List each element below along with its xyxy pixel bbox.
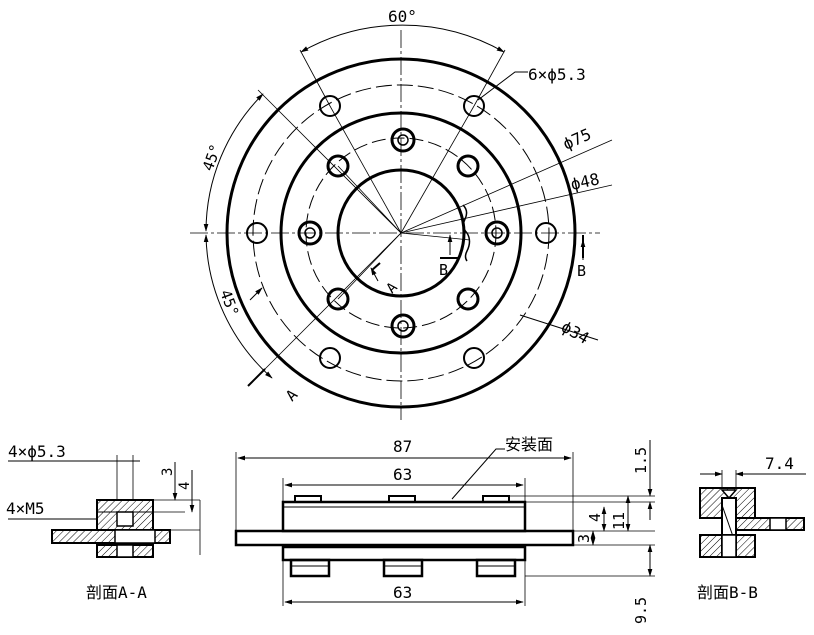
front-lower-plate — [281, 545, 527, 562]
outer-hole — [535, 222, 557, 244]
aa-callout-threads: 4×M5 — [6, 499, 45, 518]
inner-hole-left — [297, 220, 323, 246]
dim-87-label: 87 — [393, 437, 412, 456]
section-b-label-right: B — [577, 262, 586, 280]
dim-63-top-label: 63 — [393, 465, 412, 484]
dim-1-5-label: 1.5 — [632, 447, 650, 474]
outer-hole — [463, 95, 485, 117]
mounting-face-leader — [451, 448, 505, 500]
dia-34-label: ϕ34 — [558, 317, 593, 348]
dia-75-label: ϕ75 — [560, 125, 594, 154]
section-a-cut-line — [247, 368, 266, 387]
holes-callout-text: 6×ϕ5.3 — [528, 65, 586, 84]
dia-48-label: ϕ48 — [569, 169, 601, 194]
inner-hole — [456, 287, 480, 311]
section-a-label-lower: A — [282, 386, 301, 405]
section-bb-view — [699, 470, 806, 558]
inner-holes — [297, 127, 510, 339]
aa-callout-holes: 4×ϕ5.3 — [8, 442, 66, 461]
inner-hole — [326, 287, 350, 311]
bolt-circle-48 — [305, 137, 497, 329]
bb-dim-7-4-label: 7.4 — [765, 454, 794, 473]
inner-hole — [456, 154, 480, 178]
dim-11-label: 11 — [610, 512, 628, 530]
angle-45-upper-label: 45° — [199, 142, 225, 174]
inner-hole-right — [484, 220, 510, 246]
angle-45-lower-arc — [203, 234, 273, 379]
holes-callout-leader — [477, 71, 528, 101]
aa-caption: 剖面A-A — [86, 583, 147, 602]
dia-bore-leader — [519, 314, 599, 341]
dim-3-label: 3 — [575, 534, 593, 543]
top-view — [190, 24, 613, 420]
angle-60-arc — [300, 24, 505, 53]
section-b-label-center: B — [439, 261, 448, 279]
dim-63-bottom-label: 63 — [393, 583, 412, 602]
inner-step-circle — [279, 111, 523, 355]
outer-holes — [246, 95, 557, 369]
inner-hole — [326, 154, 350, 178]
front-flange — [234, 529, 575, 547]
front-view — [234, 440, 655, 606]
aa-dim-3: 3 — [160, 468, 176, 476]
dim-9-5-label: 9.5 — [632, 597, 650, 624]
outer-flange-circle — [225, 57, 577, 409]
bolt-circle-75 — [252, 84, 550, 382]
inner-hole-bottom — [390, 313, 416, 339]
angle-45-upper-arc — [203, 93, 264, 232]
section-aa-view — [8, 455, 201, 558]
outer-hole — [319, 95, 341, 117]
radial-lines — [264, 96, 613, 370]
front-upper-plate — [281, 500, 527, 533]
inner-hole-top — [390, 127, 416, 153]
outer-hole — [463, 347, 485, 369]
bb-caption: 剖面B-B — [697, 583, 758, 602]
outer-hole — [319, 347, 341, 369]
bore-circle — [336, 168, 466, 298]
angle-60-label: 60° — [388, 7, 417, 26]
break-line — [462, 204, 471, 262]
mounting-face-label: 安装面 — [505, 435, 553, 454]
aa-dim-4: 4 — [177, 482, 193, 490]
dim-4-label: 4 — [586, 513, 604, 522]
